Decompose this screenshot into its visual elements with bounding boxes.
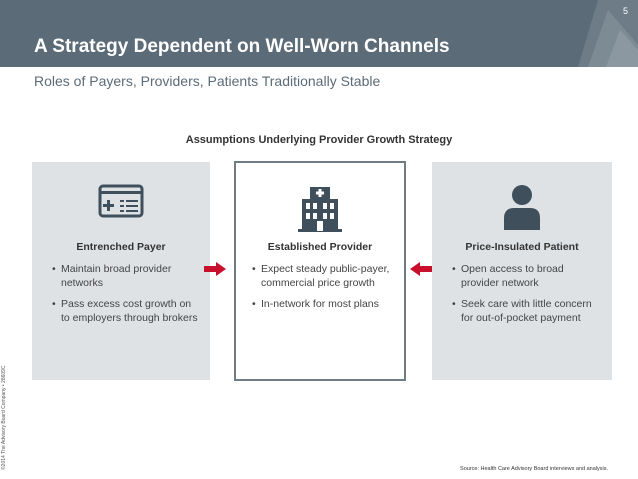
arrow-right-icon: [204, 262, 226, 276]
card-price-insulated-patient: Price-Insulated Patient Open access to b…: [432, 162, 612, 380]
page-number: 5: [622, 6, 628, 16]
copyright-text: ©2014 The Advisory Board Company • 28609…: [1, 365, 7, 470]
header-bar: 5 A Strategy Dependent on Well-Worn Chan…: [0, 0, 638, 67]
page-title: A Strategy Dependent on Well-Worn Channe…: [34, 36, 450, 57]
card-title: Entrenched Payer: [76, 241, 166, 253]
corner-logo-mark: [578, 0, 638, 67]
list-item: Maintain broad provider networks: [52, 262, 198, 290]
list-item: Pass excess cost growth on to employers …: [52, 297, 198, 325]
bullet-list: Expect steady public-payer, commercial p…: [252, 262, 392, 318]
list-item: In-network for most plans: [252, 297, 392, 311]
list-item: Expect steady public-payer, commercial p…: [252, 262, 392, 290]
person-icon: [504, 185, 540, 230]
list-item: Seek care with little concern for out-of…: [452, 297, 600, 325]
bullet-list: Open access to broad provider network Se…: [452, 262, 600, 332]
card-title: Established Provider: [267, 241, 373, 253]
page-subtitle: Roles of Payers, Providers, Patients Tra…: [34, 73, 381, 89]
card-title: Price-Insulated Patient: [465, 241, 579, 253]
insurance-card-icon: [98, 184, 144, 218]
card-entrenched-payer: Entrenched Payer Maintain broad provider…: [32, 162, 210, 380]
list-item: Open access to broad provider network: [452, 262, 600, 290]
card-established-provider: Established Provider Expect steady publi…: [234, 161, 406, 381]
arrow-left-icon: [410, 262, 432, 276]
hospital-icon: [298, 187, 342, 232]
source-note: Source: Health Care Advisory Board inter…: [460, 466, 608, 472]
bullet-list: Maintain broad provider networks Pass ex…: [52, 262, 198, 332]
section-title: Assumptions Underlying Provider Growth S…: [185, 134, 453, 146]
